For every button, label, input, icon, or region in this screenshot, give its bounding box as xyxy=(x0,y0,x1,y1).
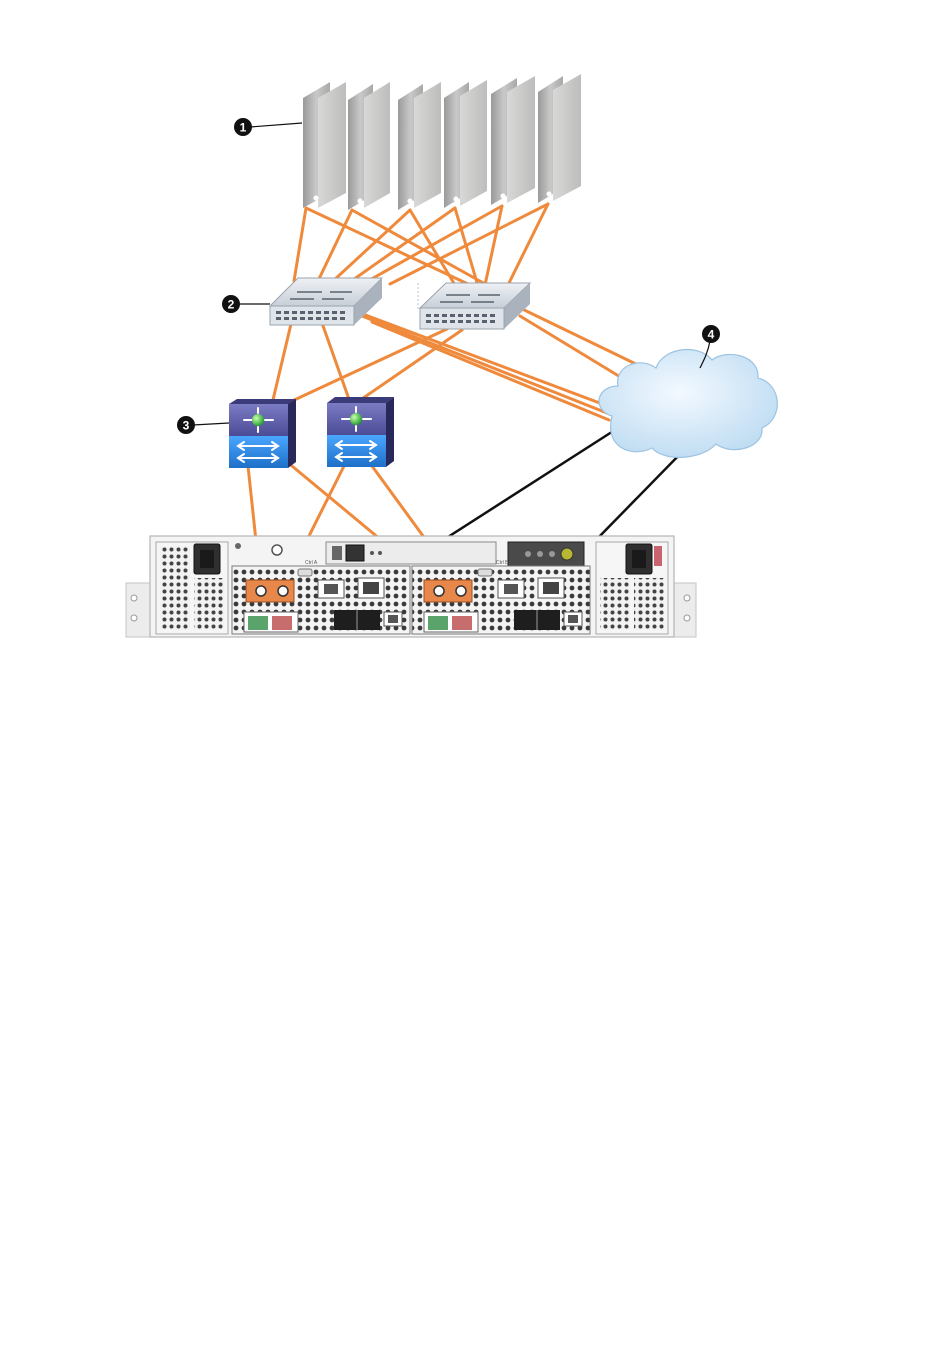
fc-switches xyxy=(229,397,394,468)
controller-a: Ctrl A xyxy=(232,560,410,634)
callout-4-label: 4 xyxy=(708,328,715,342)
ethernet-switches xyxy=(270,278,530,329)
top-card-slot xyxy=(326,542,496,564)
server-switch-cables xyxy=(294,204,548,286)
callout-1: 1 xyxy=(234,118,302,136)
callout-2-label: 2 xyxy=(228,298,235,312)
rack-ear-right xyxy=(674,583,696,637)
server-3 xyxy=(398,82,441,210)
callout-3: 3 xyxy=(177,416,229,434)
servers xyxy=(303,74,581,210)
power-supply-left xyxy=(156,542,241,634)
callout-3-label: 3 xyxy=(183,419,190,433)
server-5 xyxy=(491,76,535,205)
controller-a-fc-ports xyxy=(246,580,294,602)
controller-b: Ctrl B xyxy=(412,560,590,634)
server-2 xyxy=(348,82,390,210)
fc-switch-a xyxy=(229,399,296,468)
callout-1-label: 1 xyxy=(240,121,247,135)
callout-2: 2 xyxy=(222,295,270,313)
controller-a-label: Ctrl A xyxy=(305,560,318,566)
server-6 xyxy=(538,74,581,203)
server-1 xyxy=(303,82,346,208)
power-supply-right xyxy=(596,542,668,634)
fc-switch-b xyxy=(327,397,394,467)
switch-fc-cables xyxy=(272,323,462,408)
controller-b-label: Ctrl B xyxy=(496,560,509,566)
server-4 xyxy=(444,80,487,208)
controller-b-fc-ports xyxy=(424,580,472,602)
storage-chassis: Ctrl A Ctrl B xyxy=(126,536,696,637)
network-cloud xyxy=(599,350,777,458)
ethernet-switch-b xyxy=(418,283,530,329)
indicator-panel xyxy=(508,542,584,566)
